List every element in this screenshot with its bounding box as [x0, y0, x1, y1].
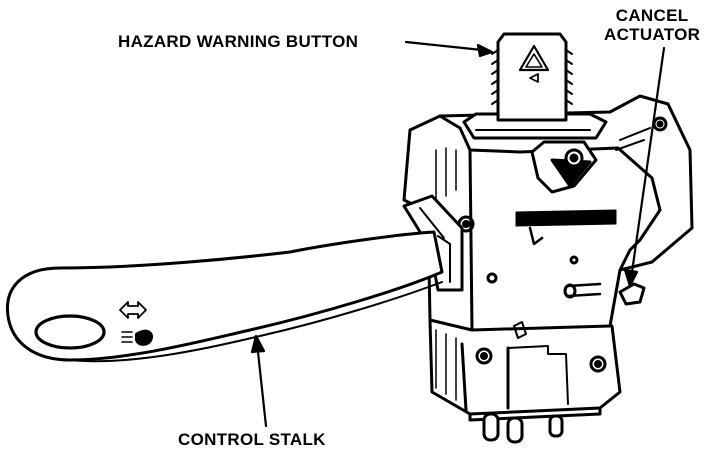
cancel-actuator-drawing	[618, 282, 646, 306]
control-stalk-drawing	[5, 194, 464, 363]
control-stalk-label: CONTROL STALK	[178, 430, 326, 449]
cancel-actuator-label-line2: ACTUATOR	[604, 25, 701, 44]
hazard-warning-button-drawing	[462, 32, 608, 140]
leader-lines	[250, 40, 666, 428]
cancel-actuator-label: CANCEL ACTUATOR	[604, 6, 700, 44]
cancel-actuator-label-line1: CANCEL	[615, 6, 689, 25]
hazard-warning-button-label: HAZARD WARNING BUTTON	[118, 32, 359, 51]
